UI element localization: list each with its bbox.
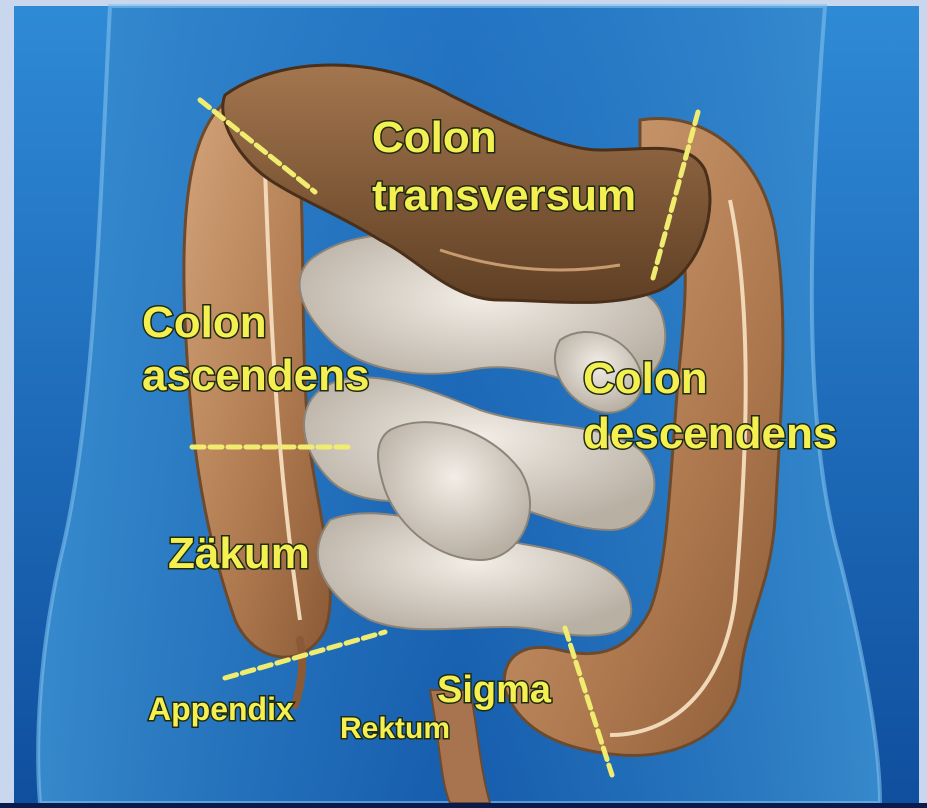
label-colon-descendens-2: descendens — [583, 409, 837, 458]
label-colon-ascendens-2: ascendens — [142, 351, 369, 400]
label-rektum: Rektum — [340, 712, 450, 745]
label-sigma: Sigma — [437, 669, 552, 711]
label-colon-descendens-1: Colon — [583, 354, 708, 403]
label-colon-transversum-2: transversum — [372, 171, 636, 220]
label-zaekum: Zäkum — [168, 529, 310, 578]
label-colon-ascendens-1: Colon — [142, 298, 267, 347]
label-appendix: Appendix — [148, 691, 294, 727]
label-colon-transversum-1: Colon — [372, 113, 497, 162]
